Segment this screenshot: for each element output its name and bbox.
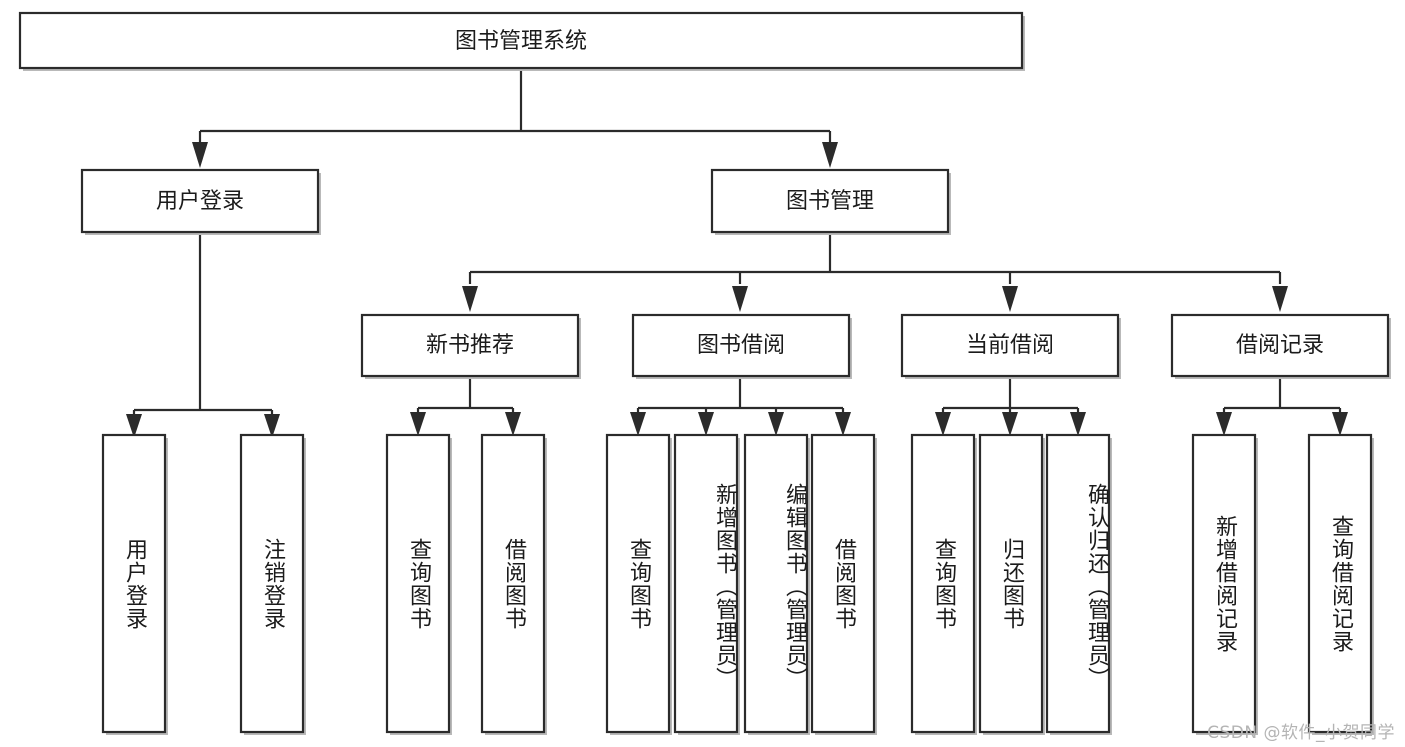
arrow-to-leaf-query-book-3 bbox=[935, 412, 951, 436]
leaf-box-7[interactable] bbox=[810, 433, 876, 734]
node-book-manage[interactable]: 图书管理 bbox=[710, 168, 951, 235]
node-new-book-recommend[interactable]: 新书推荐 bbox=[360, 313, 581, 379]
node-book-borrow-label: 图书借阅 bbox=[697, 333, 785, 358]
node-borrow-record[interactable]: 借阅记录 bbox=[1170, 313, 1391, 379]
leaf-box-3[interactable] bbox=[480, 433, 546, 734]
arrow-to-current-borrow bbox=[1002, 286, 1018, 312]
leaf-box-4[interactable] bbox=[605, 433, 671, 734]
node-root-box[interactable] bbox=[18, 11, 1024, 70]
watermark-text: CSDN @软件_小贺同学 bbox=[1207, 723, 1395, 743]
arrow-to-new-book-recommend bbox=[462, 286, 478, 312]
arrow-to-leaf-logout bbox=[264, 414, 280, 438]
arrow-to-leaf-query-record bbox=[1332, 412, 1348, 436]
node-root-label: 图书管理系统 bbox=[455, 29, 587, 54]
arrow-to-leaf-add-record bbox=[1216, 412, 1232, 436]
leaf-box-8[interactable] bbox=[910, 433, 976, 734]
arrow-to-leaf-user-login bbox=[126, 414, 142, 438]
node-current-borrow-box[interactable] bbox=[900, 313, 1120, 378]
arrow-to-leaf-query-book-1 bbox=[410, 412, 426, 436]
node-current-borrow-label: 当前借阅 bbox=[966, 333, 1054, 358]
arrow-to-leaf-confirm-return bbox=[1070, 412, 1086, 436]
arrow-to-leaf-return-book bbox=[1002, 412, 1018, 436]
node-book-manage-box[interactable] bbox=[710, 168, 950, 234]
leaf-box-2[interactable] bbox=[385, 433, 451, 734]
node-root[interactable]: 图书管理系统 bbox=[18, 11, 1025, 71]
leaf-box-6[interactable] bbox=[743, 433, 809, 734]
arrow-to-book-manage bbox=[822, 142, 838, 168]
arrow-to-borrow-record bbox=[1272, 286, 1288, 312]
arrow-to-leaf-add-book bbox=[698, 412, 714, 436]
leaf-box-10[interactable] bbox=[1045, 433, 1111, 734]
leaf-box-0[interactable] bbox=[101, 433, 167, 734]
node-new-book-recommend-box[interactable] bbox=[360, 313, 580, 378]
node-new-book-recommend-label: 新书推荐 bbox=[426, 333, 514, 358]
node-current-borrow[interactable]: 当前借阅 bbox=[900, 313, 1121, 379]
node-borrow-record-box[interactable] bbox=[1170, 313, 1390, 378]
arrow-to-book-borrow bbox=[732, 286, 748, 312]
node-user-login-label: 用户登录 bbox=[156, 189, 244, 214]
arrow-to-leaf-query-book-2 bbox=[630, 412, 646, 436]
arrow-to-leaf-borrow-book-2 bbox=[835, 412, 851, 436]
node-book-borrow-box[interactable] bbox=[631, 313, 851, 378]
leaf-box-12[interactable] bbox=[1307, 433, 1373, 734]
node-user-login[interactable]: 用户登录 bbox=[80, 168, 321, 235]
node-borrow-record-label: 借阅记录 bbox=[1236, 333, 1324, 358]
leaf-box-9[interactable] bbox=[978, 433, 1044, 734]
leaf-box-1[interactable] bbox=[239, 433, 305, 734]
node-user-login-box[interactable] bbox=[80, 168, 320, 234]
node-book-borrow[interactable]: 图书借阅 bbox=[631, 313, 852, 379]
node-book-manage-label: 图书管理 bbox=[786, 189, 874, 214]
arrow-to-leaf-borrow-book-1 bbox=[505, 412, 521, 436]
leaf-box-layer bbox=[101, 433, 1374, 735]
connector-layer bbox=[126, 70, 1348, 438]
leaf-box-5[interactable] bbox=[673, 433, 739, 734]
leaf-box-11[interactable] bbox=[1191, 433, 1257, 734]
arrow-to-user-login bbox=[192, 142, 208, 168]
arrow-to-leaf-edit-book bbox=[768, 412, 784, 436]
